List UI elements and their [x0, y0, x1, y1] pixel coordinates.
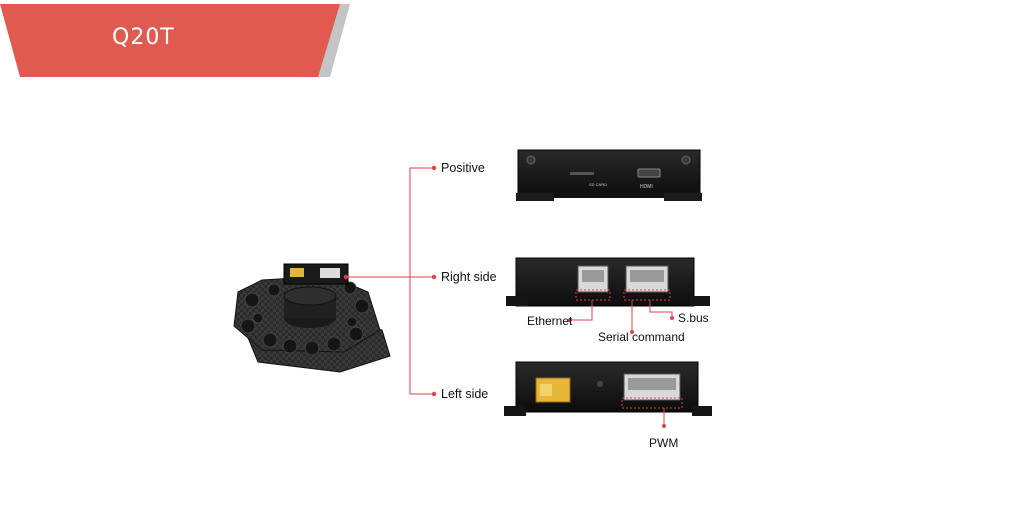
title-banner [0, 4, 350, 77]
damper [354, 298, 370, 314]
damper [240, 318, 256, 334]
label-sbus: S.bus [678, 311, 709, 325]
label-ethernet: Ethernet [527, 314, 573, 328]
label-positive: Positive [441, 161, 485, 175]
gimbal-xt-connector [290, 268, 304, 277]
damper [252, 312, 264, 324]
right-side-view-image [506, 257, 710, 307]
connector-lines [346, 167, 434, 395]
damper [343, 281, 357, 295]
left-side-view-image [504, 361, 712, 416]
damper [244, 292, 260, 308]
label-serial-command: Serial command [598, 330, 685, 344]
damper [304, 340, 320, 356]
damper [348, 326, 364, 342]
label-pwm: PWM [649, 436, 679, 450]
damper [346, 316, 358, 328]
left-side-pointers [621, 397, 683, 426]
hdmi-text: HDMI [640, 184, 653, 190]
positive-view-image [516, 149, 702, 201]
damper [267, 283, 281, 297]
gimbal-motor-top [283, 286, 337, 306]
gimbal-port [320, 268, 340, 278]
right-side-leaders [570, 300, 673, 332]
banner-shape [0, 4, 340, 77]
connector-dots [343, 165, 437, 397]
damper [262, 332, 278, 348]
right-side-pointers [575, 289, 671, 301]
label-right-side: Right side [441, 270, 497, 284]
damper [282, 338, 298, 354]
banner-title: Q20T [112, 25, 175, 50]
damper [326, 336, 342, 352]
gimbal-image [233, 263, 391, 373]
label-left-side: Left side [441, 387, 489, 401]
sd-card-text: SD CARD [589, 182, 607, 187]
